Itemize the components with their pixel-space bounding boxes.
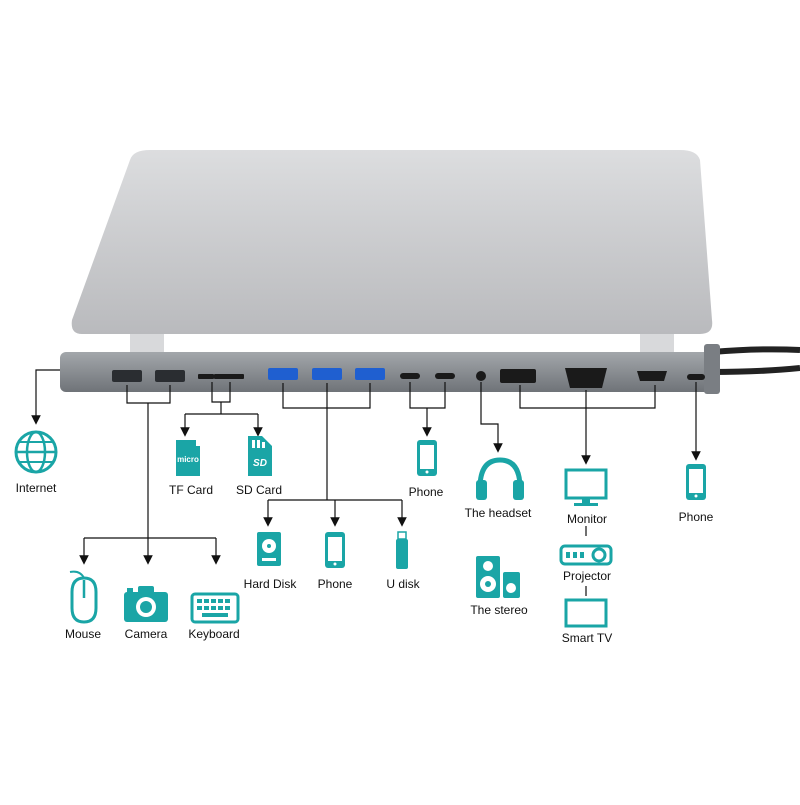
vga-port[interactable] (565, 368, 607, 388)
micro-sd-icon: micro (176, 440, 200, 476)
label-phone-typec: Phone (408, 485, 444, 499)
label-projector: Projector (562, 569, 612, 583)
camera-icon (124, 586, 168, 622)
label-headset: The headset (464, 506, 532, 520)
sd-card-icon: SD (248, 436, 272, 476)
label-keyboard: Keyboard (188, 627, 240, 641)
usb2-port-1[interactable] (112, 370, 142, 382)
label-monitor: Monitor (566, 512, 608, 526)
usb-stick-icon (396, 531, 408, 569)
smart-tv-icon (564, 598, 608, 628)
phone-icon (417, 440, 437, 476)
sd-card-text: SD (253, 458, 267, 469)
laptop (71, 150, 713, 354)
phone-icon (325, 532, 345, 568)
audio-jack[interactable] (476, 371, 486, 381)
cables (711, 346, 800, 375)
label-u-disk: U disk (386, 577, 420, 591)
usb2-port-2[interactable] (155, 370, 185, 382)
label-sd-card: SD Card (235, 483, 283, 497)
label-hard-disk: Hard Disk (243, 577, 297, 591)
ports (112, 368, 705, 388)
micro-sd-text: micro (177, 455, 199, 464)
pd-port[interactable] (687, 374, 705, 380)
label-smart-tv: Smart TV (561, 631, 613, 645)
label-stereo: The stereo (470, 603, 528, 617)
hdmi-port[interactable] (637, 371, 667, 381)
dock-hub (60, 344, 720, 394)
phone-icon (686, 464, 706, 500)
tf-slot[interactable] (198, 374, 214, 379)
headset-icon (476, 457, 524, 500)
monitor-icon (564, 468, 608, 506)
projector-icon (559, 544, 613, 566)
label-phone-pd: Phone (678, 510, 714, 524)
ethernet-port[interactable] (500, 369, 536, 383)
mouse-icon (69, 570, 98, 624)
label-mouse: Mouse (64, 627, 102, 641)
label-tf-card: TF Card (168, 483, 214, 497)
sd-slot[interactable] (214, 374, 244, 379)
connector-lines (31, 369, 701, 596)
label-camera: Camera (124, 627, 168, 641)
speaker-icon (476, 556, 520, 598)
globe-icon (14, 430, 58, 474)
label-phone-usb: Phone (317, 577, 353, 591)
label-internet: Internet (15, 481, 57, 495)
typec-port-2[interactable] (435, 373, 455, 379)
usb3-port-2[interactable] (312, 368, 342, 380)
hard-disk-icon (257, 532, 281, 566)
usb3-port-3[interactable] (355, 368, 385, 380)
keyboard-icon (190, 592, 240, 624)
usb3-port-1[interactable] (268, 368, 298, 380)
typec-port-1[interactable] (400, 373, 420, 379)
